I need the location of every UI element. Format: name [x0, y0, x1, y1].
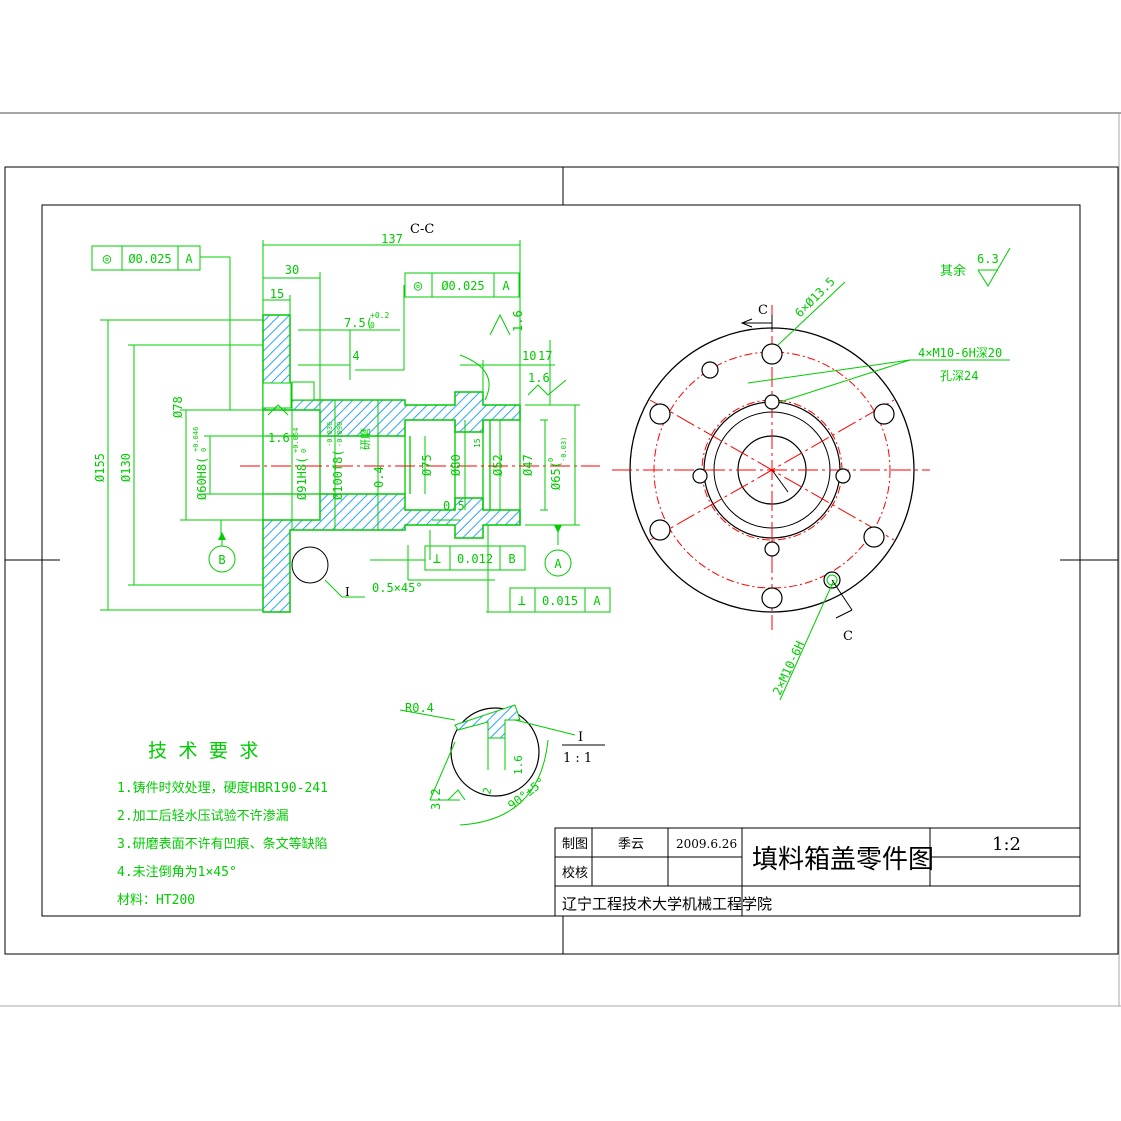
holes-2x-m10: 2×M10-6H: [770, 639, 807, 697]
detail-scale: 1 : 1: [563, 751, 592, 766]
dim-17: 17: [538, 349, 552, 363]
roughness-1-6-b: 1.6: [511, 310, 525, 332]
dim-15-small: 15: [473, 438, 482, 448]
svg-text:+0.2: +0.2: [370, 311, 389, 320]
detail-i-ref: I: [345, 585, 350, 599]
dim-d80: Ø80: [449, 454, 463, 476]
dim-d100: Ø100f8(: [331, 449, 345, 500]
tech-item-4: 4.未注倒角为1×45°: [117, 865, 237, 880]
tech-material: 材料：HT200: [117, 893, 195, 908]
section-view: B A ◎ Ø0.025 A ◎ Ø0.025 A ⊥ 0.012: [91, 232, 611, 613]
dim-d91: Ø91H8(: [295, 457, 309, 500]
drawn-by-label: 制图: [562, 837, 588, 852]
perpendicularity-icon: ⊥: [518, 593, 526, 609]
institution-name: 辽宁工程技术大学机械工程学院: [562, 895, 772, 913]
dim-d60: Ø60H8(: [195, 457, 209, 500]
dim-7-5: 7.5(: [344, 316, 373, 330]
svg-text:0: 0: [300, 449, 308, 453]
detail-label: I: [578, 730, 583, 745]
top-view: C C 6×Ø13.5 4×M10-6H深20 孔深24 2×M10-6H: [612, 274, 1010, 701]
holes-6x-d13-5: 6×Ø13.5: [792, 274, 838, 320]
drawing-scale: 1:2: [992, 834, 1021, 855]
detail-i: R0.4 3.2 2 1.6 90°±5° I 1 : 1: [399, 701, 605, 826]
svg-text:A: A: [502, 279, 510, 293]
detail-roughness-3-2: 3.2: [429, 788, 443, 810]
dim-30: 30: [285, 263, 299, 277]
datum-a-label: A: [554, 557, 562, 571]
svg-text:-0.03): -0.03): [560, 437, 568, 462]
drawn-date: 2009.6.26: [676, 837, 737, 851]
title-block: [554, 827, 1081, 917]
dim-d52: Ø52: [491, 454, 505, 476]
fcf-concentricity-1: ◎ Ø0.025 A: [91, 245, 201, 271]
dim-d78: Ø78: [171, 396, 185, 418]
dim-0-4: 0.4: [372, 466, 386, 488]
detail-dim-2: 2: [480, 786, 494, 796]
tech-item-1: 1.铸件时效处理，硬度HBR190-241: [117, 780, 328, 796]
svg-text:0.015: 0.015: [542, 594, 578, 608]
drawn-by-name: 季云: [618, 837, 644, 852]
svg-text:-0.090: -0.090: [336, 422, 344, 447]
tech-heading: 技 术 要 求: [148, 740, 258, 762]
technical-requirements: 技 术 要 求 1.铸件时效处理，硬度HBR190-241 2.加工后轻水压试验…: [117, 740, 328, 908]
svg-text:0: 0: [370, 321, 375, 330]
svg-text:0: 0: [200, 448, 208, 452]
default-roughness: 其余 6.3: [940, 247, 1011, 287]
detail-angle: 90°±5°: [505, 775, 548, 813]
flange-section-upper: [262, 314, 521, 437]
svg-text:+0.054: +0.054: [292, 428, 300, 453]
drawing-title: 填料箱盖零件图: [752, 845, 934, 875]
section-title: C-C: [410, 222, 434, 237]
dim-0-5: 0.5: [443, 499, 465, 513]
roughness-1-6-c: 1.6: [268, 431, 290, 445]
detail-dim-1-6: 1.6: [512, 755, 525, 775]
tech-item-2: 2.加工后轻水压试验不许渗漏: [117, 808, 289, 824]
holes-4x-m10: 4×M10-6H深20: [918, 346, 1002, 360]
check-label: 校核: [562, 865, 588, 881]
svg-text:+0.046: +0.046: [192, 427, 200, 452]
section-arrow-c-bottom: C: [843, 629, 853, 644]
holes-depth-24: 孔深24: [940, 369, 978, 383]
roughness-value: 6.3: [977, 252, 999, 266]
concentricity-icon: ◎: [103, 251, 112, 267]
dim-d155: Ø155: [93, 453, 107, 482]
note-grinding: 研磨: [359, 428, 372, 450]
dim-d75: Ø75: [420, 454, 434, 476]
svg-text:其余: 其余: [940, 263, 966, 279]
svg-text:Ø0.025: Ø0.025: [128, 252, 171, 266]
dim-4: 4: [352, 349, 359, 363]
section-arrow-c-top: C: [758, 303, 768, 318]
svg-text:A: A: [185, 252, 193, 266]
dim-d47: Ø47: [521, 454, 535, 476]
datum-b-label: B: [218, 553, 225, 567]
svg-text:-0.036: -0.036: [326, 422, 334, 447]
tech-item-3: 3.研磨表面不许有凹痕、条文等缺陷: [117, 836, 328, 852]
svg-text:0.012: 0.012: [457, 552, 493, 566]
svg-text:A: A: [593, 594, 601, 608]
detail-radius: R0.4: [405, 701, 434, 715]
svg-text:Ø0.025: Ø0.025: [441, 279, 484, 293]
perpendicularity-icon: ⊥: [433, 551, 441, 567]
dim-15: 15: [270, 287, 284, 301]
roughness-1-6-a: 1.6: [528, 371, 550, 385]
fcf-perpendicularity-b: ⊥ 0.012 B: [424, 545, 526, 571]
fcf-perpendicularity-a: ⊥ 0.015 A: [509, 587, 611, 613]
dim-d130: Ø130: [119, 453, 133, 482]
svg-text:B: B: [508, 552, 515, 566]
concentricity-icon: ◎: [414, 278, 423, 294]
dim-137: 137: [381, 232, 403, 246]
dim-chamfer: 0.5×45°: [372, 581, 423, 595]
svg-text:0: 0: [547, 458, 555, 462]
dim-10: 10: [522, 349, 536, 363]
dim-d65: Ø65(: [549, 461, 563, 490]
fcf-concentricity-2: ◎ Ø0.025 A: [404, 272, 520, 298]
